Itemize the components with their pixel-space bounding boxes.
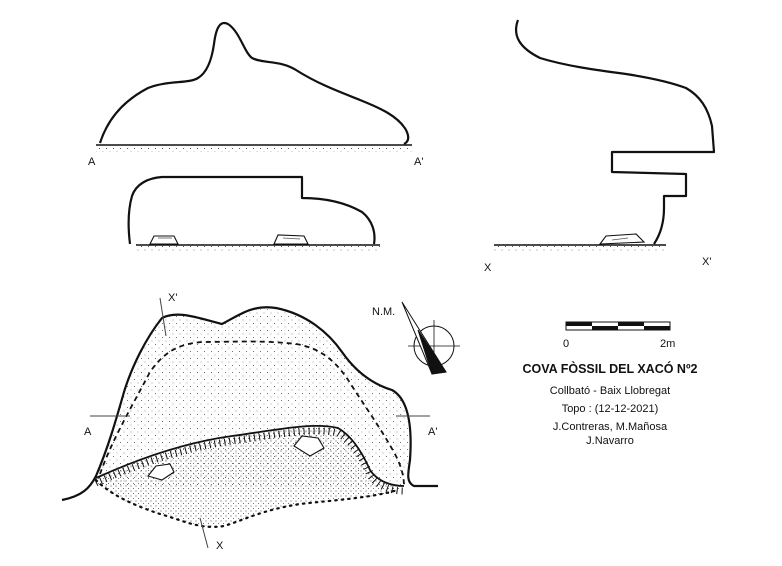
scale-start-label: 0 xyxy=(563,338,570,350)
label-a-plan: A xyxy=(84,426,92,438)
north-label: N.M. xyxy=(372,306,396,318)
cave-plan xyxy=(61,297,438,549)
label-x-prime-right: X' xyxy=(702,256,712,268)
label-a-prime-top: A' xyxy=(414,156,424,168)
label-x-right: X xyxy=(484,262,492,274)
survey-authors-line1: J.Contreras, M.Mañosa xyxy=(552,421,668,433)
section-line-x xyxy=(199,517,209,549)
label-x-plan: X xyxy=(216,540,224,552)
boulder-mark-1 xyxy=(149,235,179,245)
section-a-profile xyxy=(96,21,412,152)
label-a-top: A xyxy=(88,156,96,168)
survey-location: Collbató - Baix Llobregat xyxy=(549,385,671,397)
section-x-profile xyxy=(494,19,716,252)
scale-end-label: 2m xyxy=(660,338,676,350)
survey-title: COVA FÒSSIL DEL XACÓ Nº2 xyxy=(522,362,698,376)
boulder-mark-2 xyxy=(273,234,309,245)
survey-date: Topo : (12-12-2021) xyxy=(561,403,659,415)
boulder-mark-3 xyxy=(598,233,646,245)
boulder-plan-2 xyxy=(293,435,325,457)
survey-authors-line2: J.Navarro xyxy=(586,435,634,447)
label-x-prime-plan: X' xyxy=(168,292,178,304)
label-a-prime-plan: A' xyxy=(428,426,438,438)
boulder-plan-1 xyxy=(147,463,175,481)
scale-bar xyxy=(565,321,671,331)
section-profile-low xyxy=(127,175,380,252)
north-arrow xyxy=(401,301,460,375)
section-line-x-prime xyxy=(159,297,167,337)
